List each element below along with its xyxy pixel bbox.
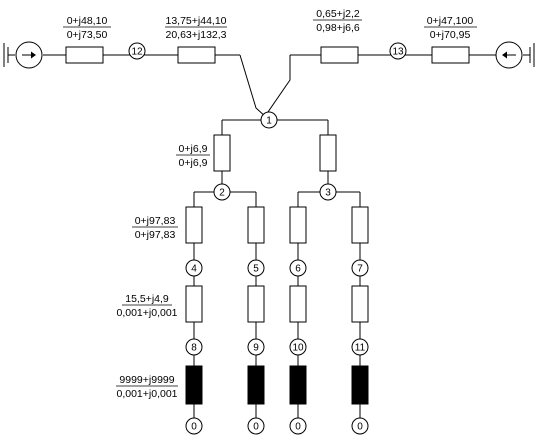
node-4: 4	[185, 259, 203, 277]
label-source-left-top: 0+j48,10	[67, 15, 108, 27]
node-0-b: 0	[247, 417, 265, 435]
impedance-source-right	[431, 46, 470, 64]
label-load-top: 9999+j9999	[119, 374, 174, 386]
impedance-branch-5-9	[247, 285, 265, 323]
svg-text:0: 0	[253, 422, 259, 433]
wires	[43, 54, 498, 418]
label-line-13: 0,65+j2,2 0,98+j6,6	[313, 8, 362, 34]
label-source-left-bottom: 0+j73,50	[67, 29, 108, 41]
impedance-line-12	[177, 46, 216, 64]
label-load: 9999+j9999 0,001+j0,001	[116, 374, 178, 400]
svg-text:5: 5	[253, 264, 259, 275]
load-impedance-8	[185, 365, 203, 405]
node-7: 7	[351, 259, 369, 277]
right-ground-icon	[523, 43, 535, 67]
label-load-bottom: 0,001+j0,001	[116, 388, 177, 400]
impedance-source-left	[65, 46, 104, 64]
svg-text:6: 6	[295, 264, 301, 275]
svg-text:7: 7	[357, 264, 363, 275]
label-branch-1-top: 0+j6,9	[179, 143, 208, 155]
load-impedance-11	[351, 365, 369, 405]
impedance-branch-3-7	[351, 206, 369, 244]
svg-text:0: 0	[191, 422, 197, 433]
svg-text:13: 13	[392, 47, 404, 58]
label-line-13-top: 0,65+j2,2	[316, 8, 360, 20]
impedance-branch-6-10	[289, 285, 307, 323]
label-branch-3-bottom: 0,001+j0,001	[116, 307, 177, 319]
svg-text:12: 12	[131, 47, 143, 58]
label-line-12-bottom: 20,63+j132,3	[165, 29, 226, 41]
svg-text:11: 11	[355, 343, 366, 354]
label-branch-2-top: 0+j97,83	[135, 215, 176, 227]
left-ground-icon	[3, 43, 15, 67]
node-9: 9	[247, 338, 265, 356]
label-branch-1: 0+j6,9 0+j6,9	[176, 143, 210, 169]
svg-text:0: 0	[295, 422, 301, 433]
label-source-right: 0+j47,100 0+j70,95	[424, 15, 477, 41]
impedance-branch-2-5	[247, 206, 265, 244]
svg-text:3: 3	[325, 188, 331, 199]
impedance-line-13	[320, 46, 359, 64]
node-3: 3	[319, 183, 337, 201]
svg-text:0: 0	[357, 422, 363, 433]
node-0-c: 0	[289, 417, 307, 435]
impedance-branch-1-2	[213, 134, 231, 172]
impedance-branch-3-6	[289, 206, 307, 244]
right-source-icon	[495, 41, 523, 69]
node-12: 12	[128, 42, 146, 60]
impedance-branch-4-8	[185, 285, 203, 323]
svg-text:8: 8	[191, 343, 197, 354]
load-impedance-9	[247, 365, 265, 405]
label-branch-3: 15,5+j4,9 0,001+j0,001	[116, 293, 177, 319]
node-10: 10	[289, 338, 307, 356]
label-source-right-bottom: 0+j70,95	[430, 29, 471, 41]
svg-text:2: 2	[219, 188, 225, 199]
node-6: 6	[289, 259, 307, 277]
svg-text:1: 1	[266, 116, 272, 127]
label-branch-1-bottom: 0+j6,9	[179, 157, 208, 169]
svg-text:10: 10	[292, 343, 304, 354]
label-line-12-top: 13,75+j44,10	[165, 15, 226, 27]
svg-text:9: 9	[253, 343, 259, 354]
impedance-branch-2-4	[185, 206, 203, 244]
load-impedance-10	[289, 365, 307, 405]
label-line-12: 13,75+j44,10 20,63+j132,3	[165, 15, 227, 41]
node-0-d: 0	[351, 417, 369, 435]
node-0-a: 0	[185, 417, 203, 435]
label-line-13-bottom: 0,98+j6,6	[316, 22, 360, 34]
node-8: 8	[185, 338, 203, 356]
node-11: 11	[351, 338, 369, 356]
node-13: 13	[389, 42, 407, 60]
left-source-icon	[15, 41, 43, 69]
impedance-branch-1-3	[319, 134, 337, 172]
label-source-right-top: 0+j47,100	[427, 15, 474, 27]
label-source-left: 0+j48,10 0+j73,50	[63, 15, 111, 41]
label-branch-3-top: 15,5+j4,9	[125, 293, 169, 305]
node-5: 5	[247, 259, 265, 277]
svg-text:4: 4	[191, 264, 197, 275]
label-branch-2: 0+j97,83 0+j97,83	[132, 215, 178, 241]
node-1: 1	[260, 111, 278, 129]
node-2: 2	[213, 183, 231, 201]
label-branch-2-bottom: 0+j97,83	[135, 229, 176, 241]
impedance-branch-7-11	[351, 285, 369, 323]
